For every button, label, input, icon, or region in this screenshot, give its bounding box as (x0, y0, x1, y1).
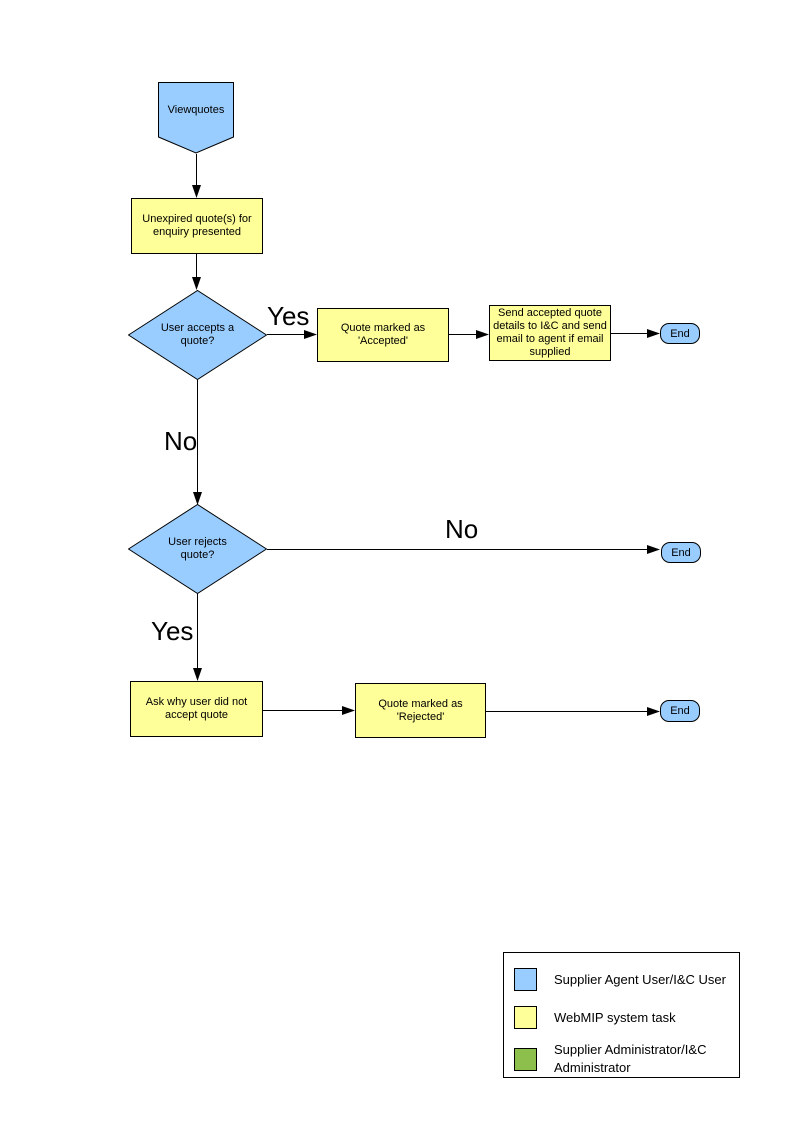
branch-label-yes-reject: Yes (151, 616, 194, 646)
branch-label-no-accept: No (164, 426, 198, 456)
legend-item-supplier-agent-user: Supplier Agent User/I&C User (514, 968, 742, 991)
process-quote-accepted-label: Quote marked as 'Accepted' (340, 322, 426, 347)
decision-user-accepts-label: User accepts a quote? (160, 322, 235, 347)
end-node-reject-no: End (661, 542, 701, 563)
legend-swatch-green (514, 1047, 537, 1071)
process-send-details: Send accepted quote details to I&C and s… (489, 305, 611, 361)
start-node-viewquotes: Viewquotes (158, 82, 234, 154)
end-node-reject-no-label: End (671, 546, 691, 559)
legend-item-webmip-task: WebMIP system task (514, 1006, 742, 1029)
decision-user-rejects-label: User rejects quote? (168, 536, 227, 561)
legend-item-supplier-admin: Supplier Administrator/I&C Administrator (514, 1041, 742, 1077)
end-node-reject-yes: End (660, 700, 700, 722)
legend-swatch-blue (514, 968, 537, 991)
process-unexpired-quotes-label: Unexpired quote(s) for enquiry presented (142, 213, 252, 238)
legend-label-supplier-admin: Supplier Administrator/I&C Administrator (554, 1042, 707, 1075)
legend-swatch-yellow (514, 1006, 537, 1029)
legend-box: Supplier Agent User/I&C User WebMIP syst… (503, 952, 740, 1078)
process-ask-why-label: Ask why user did not accept quote (145, 696, 248, 721)
diamond-shape (128, 504, 267, 594)
end-node-accept-label: End (670, 327, 690, 340)
end-node-reject-yes-label: End (670, 705, 690, 717)
process-quote-accepted: Quote marked as 'Accepted' (317, 308, 449, 362)
process-ask-why: Ask why user did not accept quote (130, 681, 263, 737)
arrowheads (192, 185, 660, 716)
decision-user-rejects: User rejects quote? (128, 504, 267, 594)
branch-label-no-reject: No (445, 514, 479, 544)
branch-label-yes-accept: Yes (267, 301, 310, 331)
decision-user-accepts: User accepts a quote? (128, 290, 267, 380)
diamond-shape (128, 290, 267, 380)
process-quote-rejected: Quote marked as 'Rejected' (355, 683, 486, 738)
pentagon-shape (158, 82, 234, 154)
legend-label-supplier-agent-user: Supplier Agent User/I&C User (554, 971, 726, 987)
end-node-accept: End (660, 323, 700, 344)
process-send-details-label: Send accepted quote details to I&C and s… (493, 307, 607, 358)
process-quote-rejected-label: Quote marked as 'Rejected' (378, 697, 463, 723)
process-unexpired-quotes: Unexpired quote(s) for enquiry presented (131, 198, 263, 254)
start-node-label: Viewquotes (167, 103, 225, 116)
legend-label-webmip-task: WebMIP system task (554, 1009, 676, 1025)
